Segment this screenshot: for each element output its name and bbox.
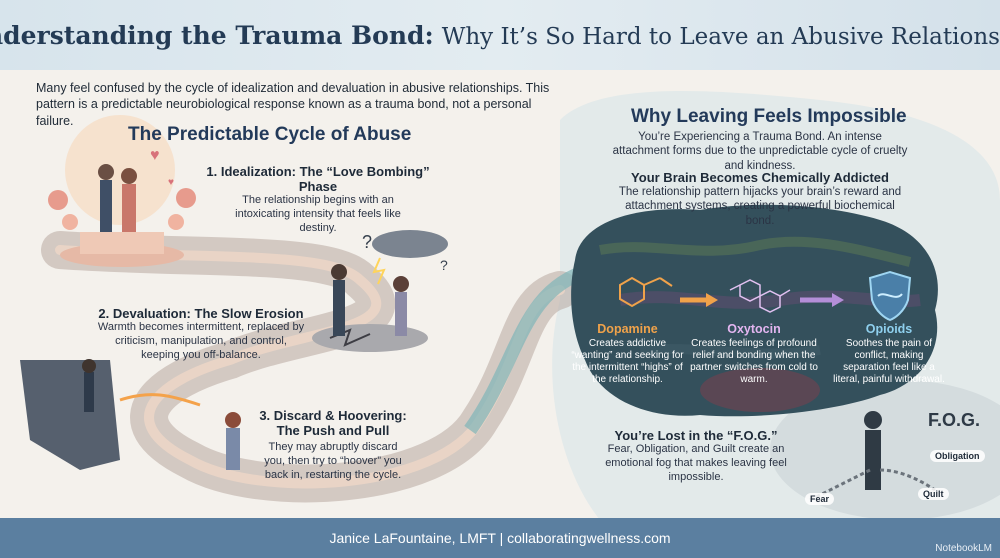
- fog-title: F.O.G.: [928, 410, 981, 430]
- intro-text: Many feel confused by the cycle of ideal…: [36, 81, 550, 128]
- dopamine-molecule-icon: [619, 276, 673, 308]
- fog-heading: You’re Lost in the “F.O.G.”: [614, 428, 778, 443]
- figure-distressed: [226, 428, 240, 470]
- trauma-bond-text: You’re Experiencing a Trauma Bond. An in…: [612, 131, 908, 172]
- step-heading: 3. Discard & Hoovering: The Push and Pul…: [259, 408, 407, 438]
- addicted-heading: Your Brain Becomes Chemically Addicted: [631, 170, 889, 185]
- step-devaluation: 2. Devaluation: The Slow Erosion Warmth …: [96, 306, 306, 362]
- oxytocin-block: Oxytocin Creates feelings of profound re…: [690, 322, 818, 386]
- opioids-label: Opioids: [865, 322, 913, 336]
- cliff: [20, 360, 120, 470]
- chains: [809, 468, 936, 502]
- trauma-bond-block: You’re Experiencing a Trauma Bond. An in…: [610, 130, 910, 173]
- dopamine-block: Dopamine Creates addictive “wanting” and…: [570, 322, 685, 386]
- header-bar: Understanding the Trauma Bond: Why It’s …: [0, 0, 1000, 70]
- cracked-platform: [312, 324, 428, 352]
- shield-icon: [868, 270, 912, 322]
- figure-woman: [122, 184, 136, 232]
- step-heading: 1. Idealization: The “Love Bombing” Phas…: [206, 164, 430, 194]
- opioids-text: Soothes the pain of conflict, making sep…: [833, 338, 945, 385]
- ribbon: [464, 263, 593, 435]
- oxytocin-label: Oxytocin: [727, 322, 781, 336]
- svg-text:♥: ♥: [150, 147, 160, 164]
- opioids-block: Opioids Soothes the pain of conflict, ma…: [830, 322, 948, 386]
- figure-sad: [395, 292, 407, 336]
- step-heading: 2. Devaluation: The Slow Erosion: [98, 306, 304, 321]
- pedestal-base: [80, 232, 164, 254]
- cycle-title: The Predictable Cycle of Abuse: [128, 124, 412, 145]
- title-rest: Why It’s So Hard to Leave an Abusive Rel…: [441, 23, 1000, 50]
- fog-label-fear: Fear: [805, 493, 835, 505]
- glow: [65, 115, 175, 225]
- fog-label-quilt: Quilt: [918, 488, 949, 500]
- brain-stem: [700, 368, 820, 412]
- fog-block: You’re Lost in the “F.O.G.” Fear, Obliga…: [596, 428, 796, 484]
- fog-cloud: [770, 380, 1000, 520]
- why-title: Why Leaving Feels Impossible: [631, 106, 907, 127]
- footer-bar: Janice LaFountaine, LMFT | collaborating…: [0, 518, 1000, 558]
- step-text: The relationship begins with an intoxica…: [235, 194, 401, 234]
- fog-text: Fear, Obligation, and Guilt create an em…: [605, 443, 787, 483]
- fog-label-obligation: Obligation: [930, 450, 985, 462]
- oxytocin-molecule-icon: [729, 279, 791, 313]
- dopamine-text: Creates addictive “wanting” and seeking …: [571, 338, 684, 385]
- title-bold: Understanding the Trauma Bond:: [0, 20, 434, 50]
- figure-angry: [333, 280, 345, 336]
- page-title: Understanding the Trauma Bond: Why It’s …: [0, 21, 1000, 50]
- step-discard: 3. Discard & Hoovering: The Push and Pul…: [258, 408, 408, 482]
- storm-cloud: [372, 230, 448, 258]
- dopamine-label: Dopamine: [597, 322, 658, 336]
- footer-credit: Janice LaFountaine, LMFT | collaborating…: [329, 530, 671, 546]
- figure-leaving: [84, 372, 94, 412]
- notebooklm-badge: NotebookLM: [935, 543, 992, 554]
- svg-text:?: ?: [440, 257, 448, 273]
- oxytocin-text: Creates feelings of profound relief and …: [690, 338, 818, 385]
- brain-shape: [571, 204, 938, 417]
- addicted-text: The relationship pattern hijacks your br…: [618, 186, 902, 227]
- hoover-arrow: [119, 393, 201, 407]
- step-text: They may abruptly discard you, then try …: [264, 441, 402, 481]
- lightning: [372, 257, 386, 285]
- step-text: Warmth becomes intermittent, replaced by…: [97, 321, 305, 361]
- addicted-block: Your Brain Becomes Chemically Addicted T…: [610, 170, 910, 228]
- svg-text:?: ?: [362, 232, 372, 252]
- svg-text:♥: ♥: [168, 177, 174, 188]
- step-idealization: 1. Idealization: The “Love Bombing” Phas…: [188, 164, 448, 235]
- figure-man: [100, 180, 112, 232]
- figure-fog: [865, 430, 881, 490]
